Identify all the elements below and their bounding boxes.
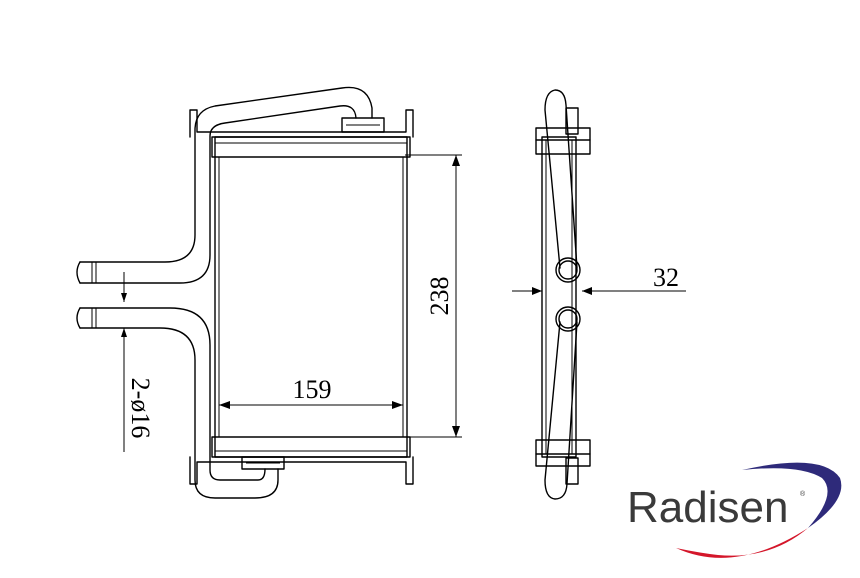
dim-width-label: 159 [293, 375, 332, 404]
logo-registered-mark: ® [800, 490, 806, 498]
dimension-depth: 32 [512, 263, 686, 295]
side-view [535, 89, 591, 500]
logo-text: Radisen [627, 483, 788, 532]
dimension-pipe: 2-ø16 [121, 272, 155, 452]
dimension-height: 238 [405, 154, 462, 438]
dim-pipe-label: 2-ø16 [126, 378, 155, 439]
logo-swoosh-red [676, 528, 808, 558]
front-view [76, 86, 414, 499]
brand-logo: Radisen ® [627, 462, 842, 558]
dimension-width: 159 [219, 375, 403, 409]
dim-height-label: 238 [425, 277, 454, 316]
dim-depth-label: 32 [653, 263, 679, 292]
